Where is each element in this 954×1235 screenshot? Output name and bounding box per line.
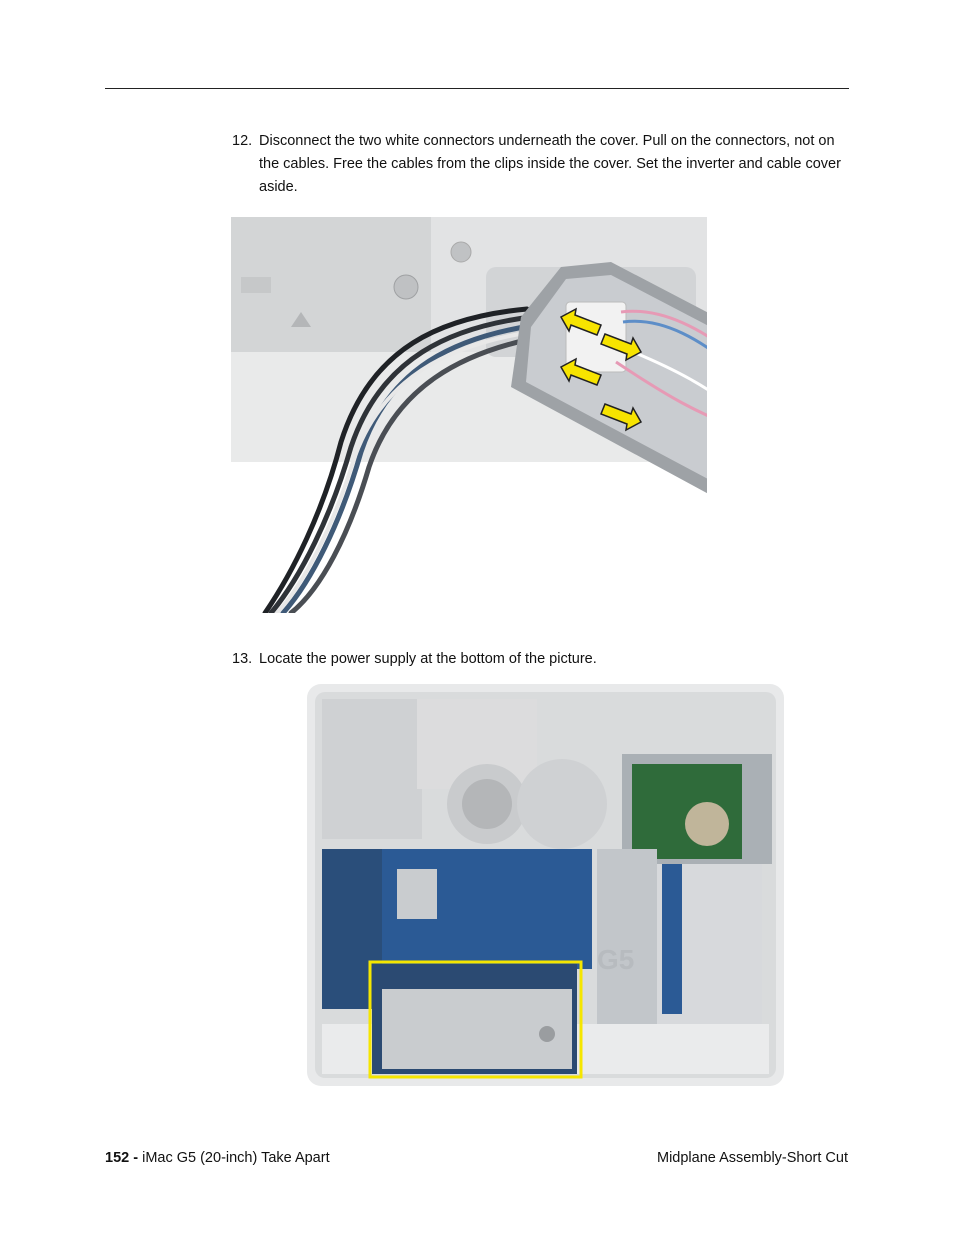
step-number: 12.: [232, 133, 253, 149]
step-text: Disconnect the two white connectors unde…: [259, 133, 841, 195]
power-supply-highlight: [368, 960, 583, 1079]
step-text: Locate the power supply at the bottom of…: [259, 651, 597, 667]
footer-left: 152 - iMac G5 (20-inch) Take Apart: [105, 1150, 330, 1166]
imac-interior-photo: G5: [307, 684, 784, 1086]
step-number: 13.: [232, 651, 253, 667]
header-rule: [105, 88, 849, 89]
page-number: 152 -: [105, 1150, 139, 1166]
document-title: iMac G5 (20-inch) Take Apart: [142, 1150, 330, 1166]
board-logo: G5: [597, 944, 634, 975]
cable-cover-photo: [231, 217, 707, 613]
footer-section: Midplane Assembly-Short Cut: [657, 1150, 848, 1166]
